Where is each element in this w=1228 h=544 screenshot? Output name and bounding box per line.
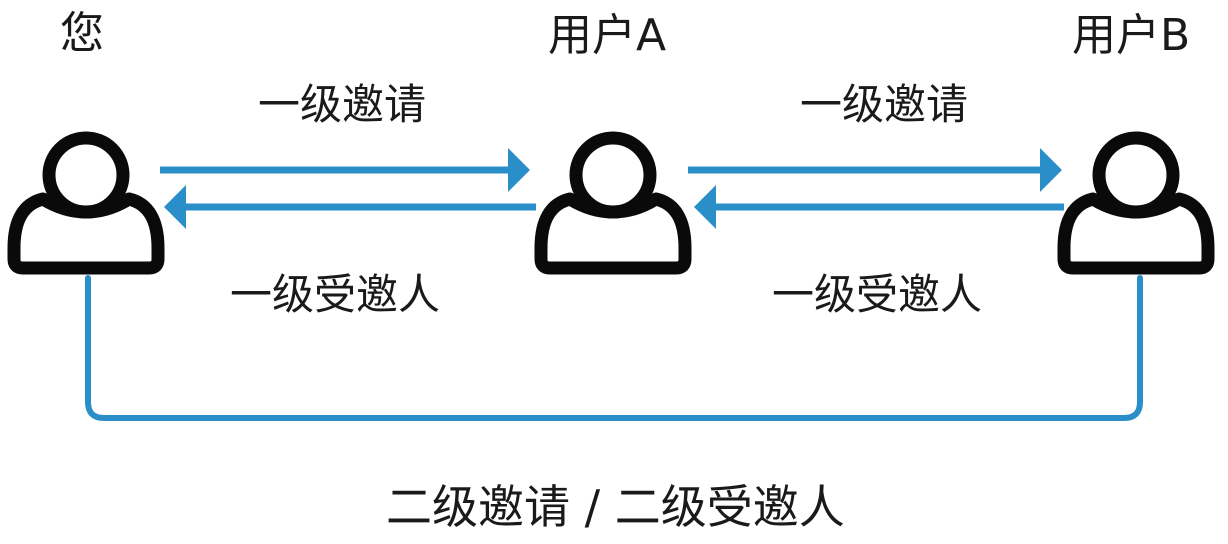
edge-label-a-to-b: 一级邀请 bbox=[800, 80, 969, 129]
arrow-b-to-a bbox=[694, 185, 1064, 229]
user-a-user-icon bbox=[541, 138, 685, 268]
you-user-icon bbox=[14, 138, 158, 268]
node-label-user-b: 用户B bbox=[1072, 10, 1191, 61]
edge-label-second-level: 二级邀请 / 二级受邀人 bbox=[386, 480, 845, 534]
edge-label-a-to-you: 一级受邀人 bbox=[230, 270, 441, 319]
user-b-user-icon bbox=[1064, 138, 1208, 268]
arrow-a-to-you bbox=[164, 185, 536, 229]
edge-label-b-to-a: 一级受邀人 bbox=[772, 270, 983, 319]
edge-label-you-to-a: 一级邀请 bbox=[258, 80, 427, 129]
node-label-user-a: 用户A bbox=[548, 10, 667, 61]
node-label-you: 您 bbox=[60, 8, 104, 59]
arrow-you-to-a bbox=[160, 148, 530, 192]
arrow-a-to-b bbox=[688, 148, 1062, 192]
second-level-connector bbox=[85, 275, 1143, 421]
